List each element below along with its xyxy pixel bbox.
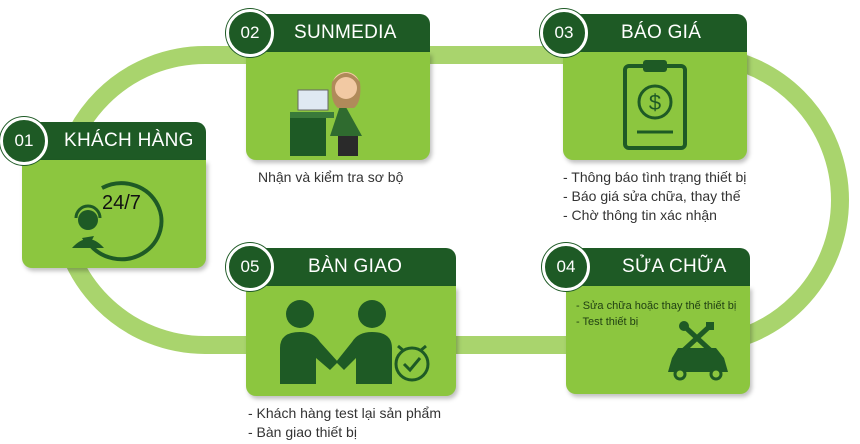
step-number-05: 05 [226,243,274,291]
inner-item: - Test thiết bị [576,316,639,328]
step-desc-02: Nhận và kiểm tra sơ bộ [258,168,403,187]
step-body-04: - Sửa chữa hoặc thay thế thiết bị - Test… [566,286,750,394]
desc-item: - Chờ thông tin xác nhận [563,207,717,223]
step-card-03: BÁO GIÁ $ [563,14,747,160]
step-desc-03: - Thông báo tình trạng thiết bị - Báo gi… [563,168,746,225]
step-inner-list-04: - Sửa chữa hoặc thay thế thiết bị - Test… [576,298,736,330]
desc-item: Nhận và kiểm tra sơ bộ [258,169,404,185]
step-body-05 [246,286,456,396]
step-desc-05: - Khách hàng test lại sản phẩm - Bàn gia… [248,404,441,442]
step-title-03: BÁO GIÁ [621,22,702,43]
clipboard-dollar-icon: $ [623,60,687,150]
badge-24-7: 24/7 [102,192,141,214]
step-title-02: SUNMEDIA [294,22,397,43]
headset-24-7-icon [72,181,164,262]
desc-item: - Khách hàng test lại sản phẩm [248,405,442,421]
step-title-05: BÀN GIAO [308,256,403,277]
step-number-02: 02 [226,9,274,57]
step-title-01: KHÁCH HÀNG [64,130,194,151]
receptionist-icon [290,72,362,156]
inner-item: - Sửa chữa hoặc thay thế thiết bị [576,300,737,312]
step-card-05: BÀN GIAO [246,248,456,396]
step-header-05: BÀN GIAO [246,248,456,286]
step-number-04: 04 [542,243,590,291]
step-header-04: SỬA CHỮA [566,248,750,286]
step-number-03: 03 [540,9,588,57]
step-body-01: 24/7 [22,160,206,268]
step-title-04: SỬA CHỮA [622,256,727,277]
car-repair-tools-icon [668,321,728,381]
handshake-clock-icon [280,300,430,384]
step-card-04: SỬA CHỮA - Sửa chữa hoặc thay thế thiết … [566,248,750,394]
step-card-02: SUNMEDIA [246,14,430,160]
step-header-01: KHÁCH HÀNG [22,122,206,160]
step-header-03: BÁO GIÁ [563,14,747,52]
svg-text:$: $ [649,90,661,115]
desc-item: - Thông báo tình trạng thiết bị [563,169,747,185]
desc-item: - Báo giá sửa chữa, thay thế [563,188,741,204]
desc-item: - Bàn giao thiết bị [248,424,357,440]
step-body-03: $ [563,52,747,160]
step-header-02: SUNMEDIA [246,14,430,52]
step-body-02 [246,52,430,160]
step-number-01: 01 [0,117,48,165]
step-card-01: KHÁCH HÀNG 24/7 [22,122,206,268]
